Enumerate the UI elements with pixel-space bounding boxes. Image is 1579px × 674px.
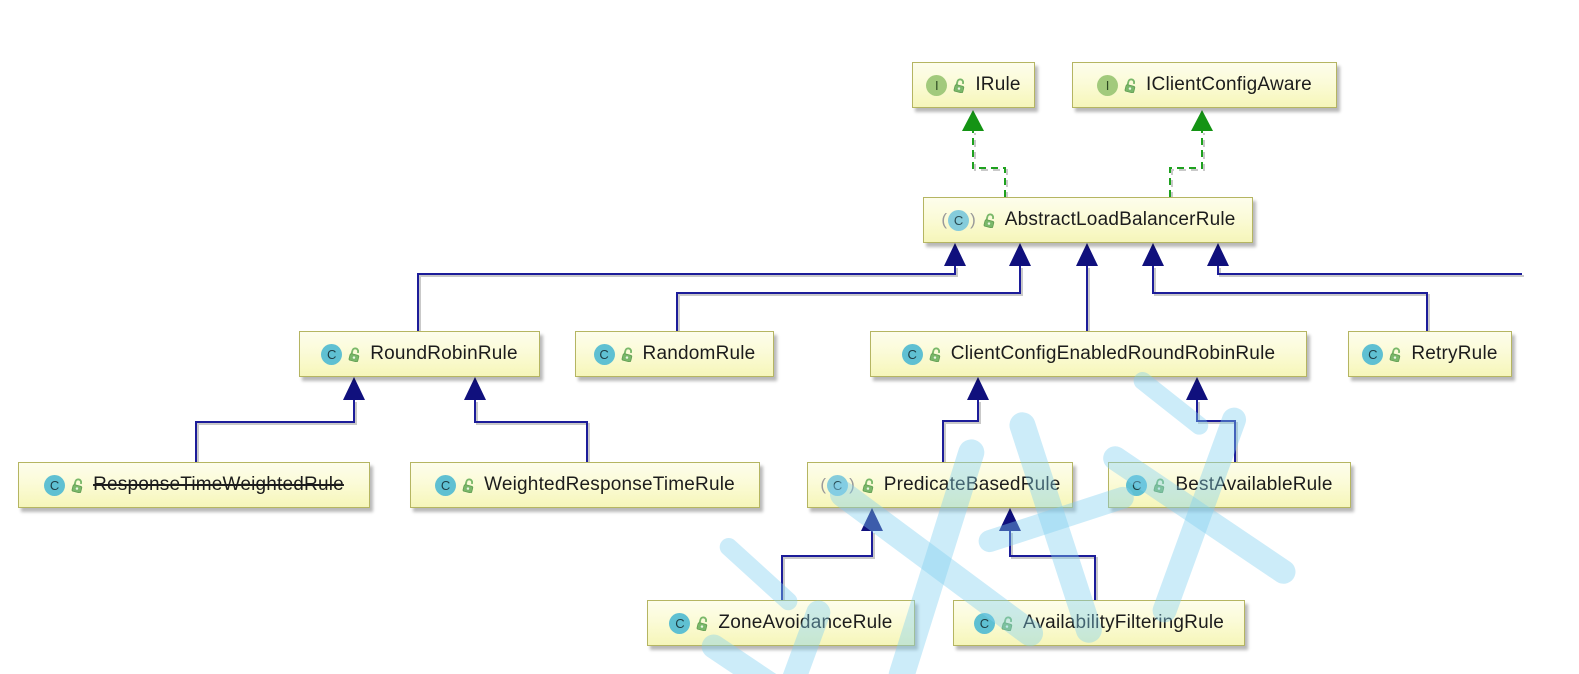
class-node-responsetimeweightedrule[interactable]: C ResponseTimeWeightedRule: [18, 462, 370, 508]
inheritance-arrowhead: [464, 377, 486, 400]
public-visibility-icon: [1001, 616, 1013, 631]
inheritance-arrowhead: [343, 377, 365, 400]
class-icon: C: [435, 474, 457, 496]
edge-random-extends-abstract: [676, 243, 1031, 333]
implements-arrowhead: [1191, 110, 1213, 131]
class-icon: C: [948, 209, 970, 231]
public-visibility-icon: [862, 478, 873, 493]
public-visibility-icon: [953, 78, 965, 93]
class-name-label: RandomRule: [642, 343, 756, 364]
public-visibility-icon: [621, 347, 632, 362]
class-node-abstractloadbalancerrule[interactable]: (C) AbstractLoadBalancerRule: [923, 197, 1253, 243]
class-name-label: AvailabilityFilteringRule: [1022, 612, 1225, 633]
class-icon: C: [1362, 343, 1384, 365]
class-name-label: RoundRobinRule: [370, 343, 518, 364]
class-node-availabilityfilteringrule[interactable]: C AvailabilityFilteringRule: [953, 600, 1245, 646]
inheritance-arrowhead: [861, 508, 883, 531]
public-visibility-icon: [1124, 78, 1136, 93]
class-icon: C: [593, 343, 615, 365]
class-node-clientconfigenabledroundrobinrule[interactable]: C ClientConfigEnabledRoundRobinRule: [870, 331, 1307, 377]
class-node-irule[interactable]: I IRule: [912, 62, 1035, 108]
class-icon: C: [827, 474, 849, 496]
class-node-retryrule[interactable]: C RetryRule: [1348, 331, 1512, 377]
edge-offscreen-extends-abstract: [1207, 243, 1524, 277]
inheritance-arrowhead: [944, 243, 966, 266]
edge-abstract-implements-iclientconfigaware: [1169, 110, 1213, 199]
inheritance-arrowhead: [1142, 243, 1164, 266]
inheritance-arrowhead: [999, 508, 1021, 531]
class-icon: C: [669, 612, 691, 634]
edge-retry-extends-abstract: [1142, 243, 1430, 333]
class-icon: C: [44, 474, 66, 496]
class-node-zoneavoidancerule[interactable]: C ZoneAvoidanceRule: [647, 600, 915, 646]
class-name-label: IClientConfigAware: [1146, 74, 1312, 95]
abstract-paren: (: [820, 475, 827, 494]
class-node-randomrule[interactable]: C RandomRule: [575, 331, 774, 377]
class-name-label: BestAvailableRule: [1175, 474, 1333, 495]
class-icon: C: [973, 612, 995, 634]
watermark: [701, 371, 1296, 674]
class-node-iclientconfigaware[interactable]: I IClientConfigAware: [1072, 62, 1337, 108]
edge-zoneavoidance-extends-predicate: [781, 508, 883, 602]
public-visibility-icon: [929, 347, 940, 362]
edge-predicate-extends-clientconfig: [942, 377, 989, 464]
class-icon: C: [1126, 474, 1148, 496]
inheritance-arrowhead: [1009, 243, 1031, 266]
public-visibility-icon: [1154, 478, 1165, 493]
class-node-weightedresponsetimerule[interactable]: C WeightedResponseTimeRule: [410, 462, 760, 508]
inheritance-arrowhead: [1076, 243, 1098, 266]
class-name-label: WeightedResponseTimeRule: [484, 474, 735, 495]
interface-icon: I: [1097, 74, 1119, 96]
public-visibility-icon: [983, 213, 994, 228]
class-node-bestavailablerule[interactable]: C BestAvailableRule: [1108, 462, 1351, 508]
edge-roundrobin-extends-abstract: [417, 243, 966, 333]
inheritance-arrowhead: [1207, 243, 1229, 266]
inheritance-arrowhead: [967, 377, 989, 400]
class-name-label: PredicateBasedRule: [883, 474, 1061, 495]
class-name-label: ClientConfigEnabledRoundRobinRule: [950, 343, 1276, 364]
edge-availability-extends-predicate: [999, 508, 1098, 602]
abstract-paren: (: [941, 210, 948, 229]
class-name-label: ResponseTimeWeightedRule: [93, 474, 344, 495]
class-icon: C: [321, 343, 343, 365]
implements-arrowhead: [962, 110, 984, 131]
interface-icon: I: [926, 74, 948, 96]
class-node-roundrobinrule[interactable]: C RoundRobinRule: [299, 331, 540, 377]
abstract-paren: ): [970, 210, 976, 229]
edge-clientconfig-extends-abstract: [1076, 243, 1098, 333]
edge-responsetime-extends-roundrobin: [195, 377, 365, 464]
public-visibility-icon: [462, 478, 474, 493]
edge-bestavailable-extends-clientconfig: [1186, 377, 1238, 464]
public-visibility-icon: [71, 478, 83, 493]
abstract-paren: ): [849, 475, 855, 494]
edge-abstract-implements-irule: [962, 110, 1008, 199]
public-visibility-icon: [348, 347, 360, 362]
public-visibility-icon: [1390, 347, 1401, 362]
edge-weighted-extends-roundrobin: [464, 377, 590, 464]
class-name-label: AbstractLoadBalancerRule: [1004, 209, 1236, 230]
public-visibility-icon: [697, 616, 708, 631]
class-name-label: ZoneAvoidanceRule: [718, 612, 893, 633]
class-name-label: RetryRule: [1411, 343, 1498, 364]
class-node-predicatebasedrule[interactable]: (C) PredicateBasedRule: [807, 462, 1073, 508]
class-icon: C: [901, 343, 923, 365]
inheritance-arrowhead: [1186, 377, 1208, 400]
class-name-label: IRule: [975, 74, 1021, 95]
